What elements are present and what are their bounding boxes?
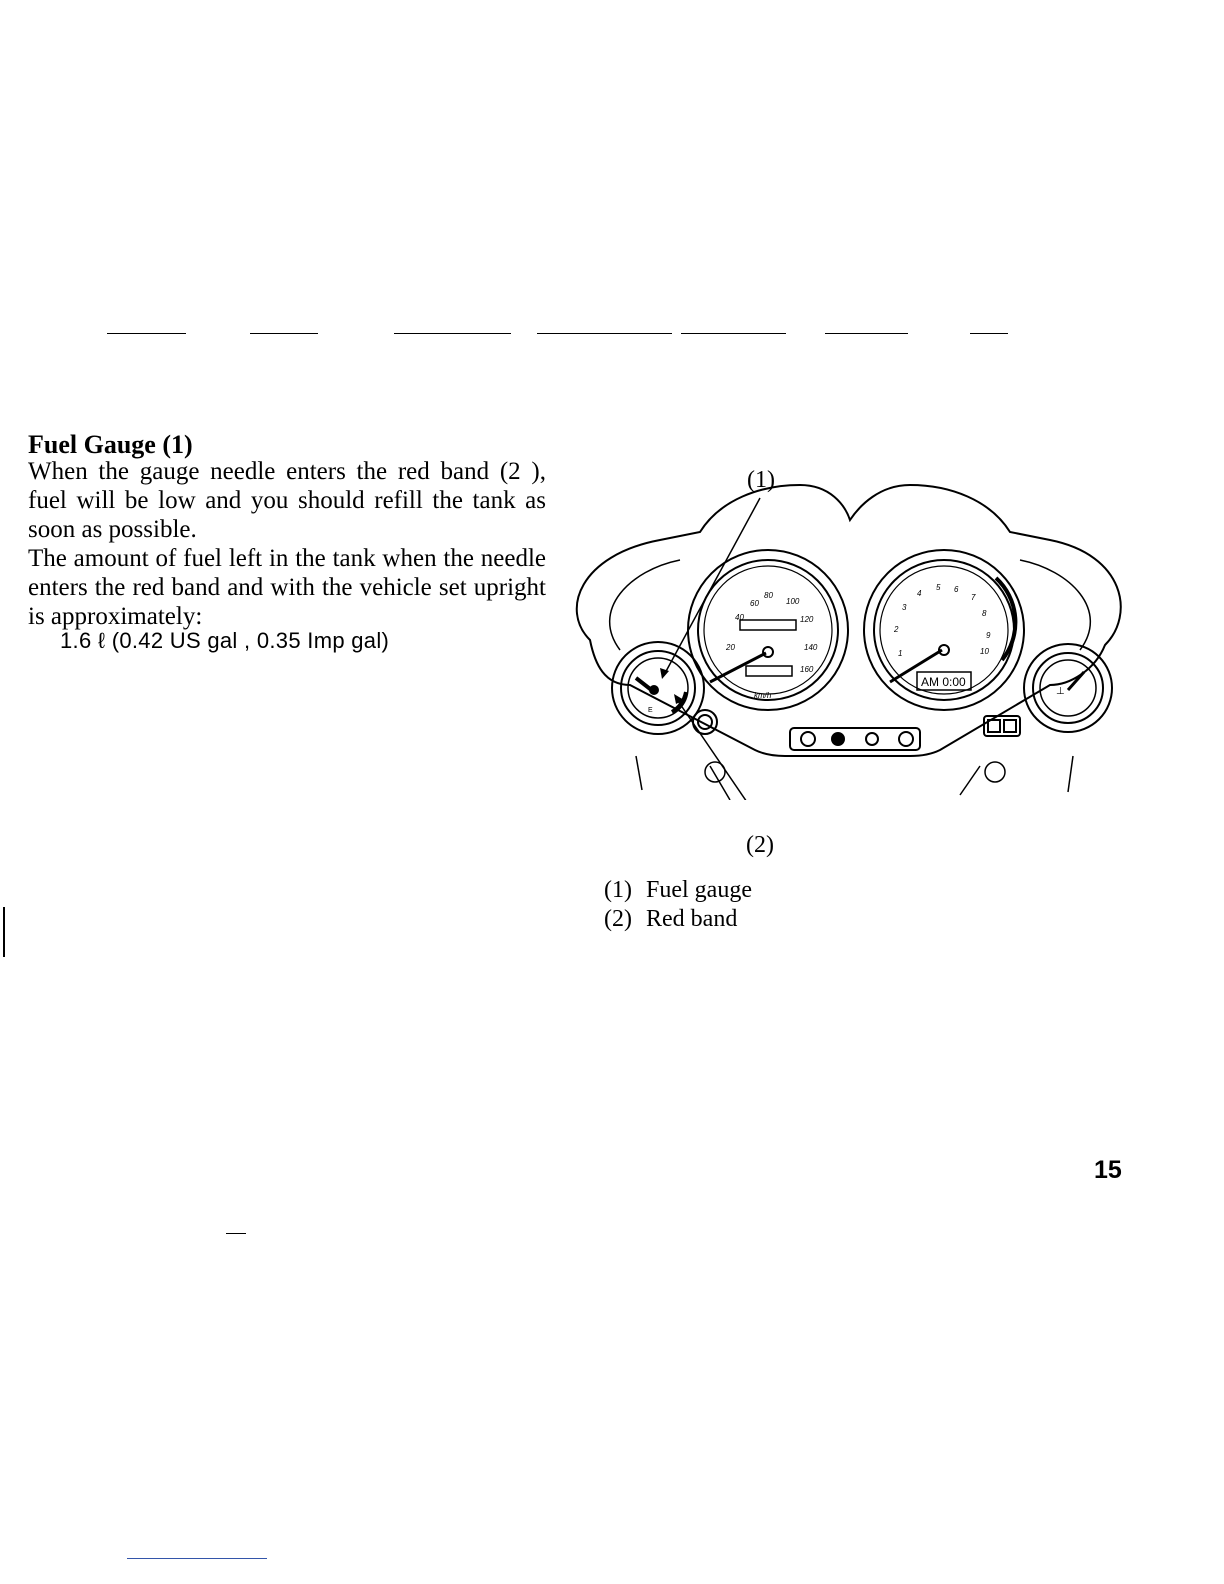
header-rule bbox=[825, 333, 908, 334]
leader-line-2 bbox=[675, 697, 747, 800]
speedometer-dial: 40 60 80 100 120 140 160 20 km/h bbox=[687, 549, 849, 711]
svg-text:1: 1 bbox=[898, 649, 902, 658]
section-heading: Fuel Gauge (1) bbox=[28, 430, 193, 459]
key-slot bbox=[692, 709, 718, 735]
svg-text:10: 10 bbox=[980, 647, 989, 656]
instrument-cluster-illustration: F E 40 60 80 100 120 140 160 20 km/h AM … bbox=[575, 483, 1122, 800]
svg-text:3: 3 bbox=[902, 603, 907, 612]
svg-text:80: 80 bbox=[764, 591, 773, 600]
svg-text:8: 8 bbox=[982, 609, 987, 618]
paragraph: The amount of fuel left in the tank when… bbox=[28, 545, 546, 630]
svg-text:140: 140 bbox=[804, 643, 818, 652]
svg-text:2: 2 bbox=[893, 625, 899, 634]
footer-rule bbox=[127, 1558, 267, 1559]
binding-mark bbox=[3, 907, 5, 957]
trip-buttons bbox=[983, 715, 1021, 737]
paragraph: When the gauge needle enters the red ban… bbox=[28, 458, 546, 543]
leader-line-1 bbox=[663, 497, 761, 676]
fuel-reserve-spec: 1.6 ℓ (0.42 US gal , 0.35 Imp gal) bbox=[60, 628, 390, 653]
legend-label: Red band bbox=[646, 906, 738, 932]
svg-text:7: 7 bbox=[971, 593, 976, 602]
legend-item: (2) Red band bbox=[604, 905, 752, 934]
indicator-light-strip bbox=[789, 727, 921, 751]
svg-text:E: E bbox=[648, 707, 653, 714]
footer-rule bbox=[226, 1233, 246, 1234]
svg-text:40: 40 bbox=[735, 613, 744, 622]
legend-label: Fuel gauge bbox=[646, 877, 752, 903]
svg-text:AM 0:00: AM 0:00 bbox=[921, 675, 966, 689]
red-band-arc bbox=[670, 691, 688, 714]
svg-text:km/h: km/h bbox=[754, 691, 772, 700]
header-rule bbox=[250, 333, 318, 334]
legend-number: (1) bbox=[604, 877, 632, 903]
section-body: When the gauge needle enters the red ban… bbox=[28, 457, 546, 631]
header-rule bbox=[681, 333, 786, 334]
header-rule bbox=[970, 333, 1008, 334]
header-rule bbox=[394, 333, 511, 334]
header-rule bbox=[537, 333, 672, 334]
svg-text:60: 60 bbox=[750, 599, 759, 608]
temperature-gauge-dial: ⊥ bbox=[1023, 643, 1113, 733]
svg-text:20: 20 bbox=[725, 643, 735, 652]
svg-text:120: 120 bbox=[800, 615, 814, 624]
svg-text:5: 5 bbox=[936, 583, 941, 592]
header-rule bbox=[107, 333, 186, 334]
svg-text:6: 6 bbox=[954, 585, 959, 594]
svg-text:⊥: ⊥ bbox=[1056, 686, 1065, 697]
figure-legend: (1) Fuel gauge (2) Red band bbox=[604, 876, 752, 934]
callout-label-2: (2) bbox=[746, 832, 774, 858]
svg-text:9: 9 bbox=[986, 631, 991, 640]
svg-text:100: 100 bbox=[786, 597, 800, 606]
svg-text:4: 4 bbox=[917, 589, 922, 598]
legend-item: (1) Fuel gauge bbox=[604, 876, 752, 905]
fuel-gauge-dial: F E bbox=[611, 641, 705, 735]
legend-number: (2) bbox=[604, 906, 632, 932]
tachometer-dial: AM 0:00 1 2 3 4 5 6 7 8 9 10 bbox=[863, 549, 1025, 711]
cluster-housing bbox=[575, 483, 1122, 757]
page-number: 15 bbox=[1094, 1156, 1122, 1184]
svg-text:160: 160 bbox=[800, 665, 814, 674]
